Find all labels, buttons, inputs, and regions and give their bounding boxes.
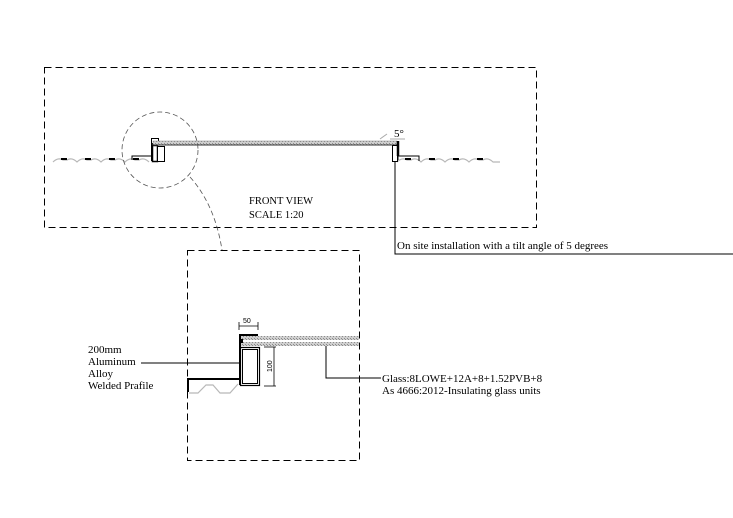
detail-roof-sheet (189, 383, 239, 394)
detail-callout-circle (121, 111, 199, 189)
glass-panel (152, 140, 398, 146)
detail-flashing (187, 378, 240, 392)
tilt-note-leader (394, 162, 733, 255)
dim-height-label: 100 (267, 360, 274, 372)
detail-leader-line (189, 176, 223, 251)
profile-label-2: Aluminum (88, 356, 136, 368)
front-view-frame (44, 67, 537, 228)
dimension-width: 50 (238, 318, 259, 330)
detail-glass-lower (240, 342, 359, 346)
profile-label-4: Welded Prafile (88, 380, 154, 392)
glass-leader (325, 346, 381, 379)
front-view-scale: SCALE 1:20 (249, 210, 304, 221)
detail-glass-upper (240, 336, 359, 340)
dimension-height: 100 (264, 346, 276, 387)
aluminum-profile (239, 346, 261, 387)
roof-sheet-right (396, 158, 500, 163)
glass-label-2: As 4666:2012-Insulating glass units (382, 385, 541, 397)
glass-label-1: Glass:8LOWE+12A+8+1.52PVB+8 (382, 373, 543, 385)
left-post (151, 144, 159, 163)
front-view-title: FRONT VIEW (249, 196, 313, 207)
profile-label-3: Alloy (88, 368, 114, 380)
profile-label-1: 200mm (88, 344, 122, 356)
detail-frame (187, 250, 360, 461)
dim-width-label: 50 (243, 318, 251, 325)
right-flashing (397, 155, 420, 161)
angle-label: 5° (394, 128, 404, 140)
left-post-inner (157, 146, 165, 162)
tilt-note: On site installation with a tilt angle o… (397, 240, 608, 252)
roof-sheet-left (52, 158, 150, 163)
